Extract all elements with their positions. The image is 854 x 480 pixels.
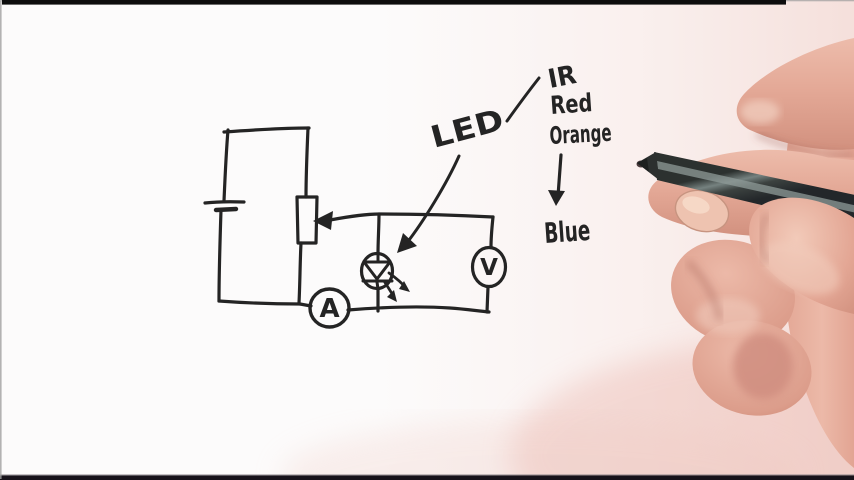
voltmeter-symbol: V — [470, 245, 508, 289]
emission-arrowhead — [387, 290, 397, 302]
wavelength-list: IR Red Orange Blue — [543, 60, 612, 250]
battery-symbol — [203, 200, 246, 213]
battery-long-plate — [203, 200, 246, 205]
circuit-wires — [217, 126, 495, 314]
bottom-letterbox-bar — [0, 475, 854, 480]
wiper-arrow-icon — [313, 211, 333, 230]
wire-segment — [297, 241, 303, 305]
finger-crease — [754, 131, 854, 158]
potentiometer-symbol — [295, 195, 495, 245]
fingertip — [733, 333, 793, 399]
wire-segment — [485, 285, 490, 314]
led-pointer-arrowhead — [397, 233, 417, 253]
wire-segment — [489, 215, 495, 249]
voltmeter-label: V — [480, 255, 498, 281]
thumb-highlight — [760, 241, 840, 295]
thumb-crease — [757, 212, 771, 264]
list-item-red: Red — [549, 88, 593, 120]
led-pointer-arrow — [404, 154, 461, 246]
ammeter-circle — [308, 287, 351, 329]
wire-segment — [222, 126, 311, 134]
list-item-blue: Blue — [543, 214, 591, 250]
wire-segment — [376, 212, 381, 256]
led-stub — [375, 280, 380, 291]
finger-crease — [685, 259, 724, 321]
led-symbol — [359, 251, 410, 302]
fingernail-sheen — [682, 196, 710, 214]
wire-segment — [217, 299, 302, 306]
led-emission-arrows — [382, 271, 410, 302]
list-item-orange: Orange — [549, 119, 612, 150]
led-triangle — [362, 260, 392, 281]
ammeter-label: A — [319, 294, 339, 324]
bottom-edge-line — [0, 474, 854, 476]
hand-with-pen — [636, 38, 854, 468]
knuckle-highlight — [696, 298, 760, 334]
paper-shade — [280, 420, 800, 480]
left-edge-line — [0, 1, 2, 479]
battery-short-plate — [213, 206, 239, 213]
pen-nib — [637, 158, 649, 172]
wire-segment — [222, 128, 230, 203]
potentiometer-box — [295, 195, 319, 245]
voltmeter-circle — [470, 245, 508, 289]
wire-segment — [217, 208, 223, 303]
list-item-ir: IR — [546, 60, 579, 95]
down-arrowhead — [548, 190, 565, 206]
fingertip-highlight — [740, 100, 780, 124]
connector-slash — [505, 76, 541, 123]
wiper-wire — [328, 212, 495, 222]
wire-segment — [346, 305, 491, 314]
top-letterbox-bar — [2, 0, 786, 5]
emission-arrowhead — [399, 281, 410, 292]
ammeter-symbol: A — [308, 287, 351, 329]
wire-segment — [304, 126, 310, 199]
